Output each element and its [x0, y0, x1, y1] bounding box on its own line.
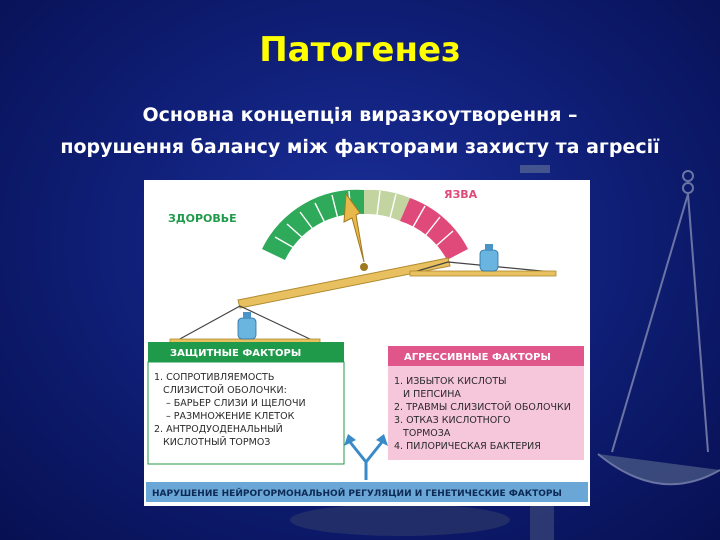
aggressive-line: 1. ИЗБЫТОК КИСЛОТЫ — [394, 376, 507, 387]
aggressive-factors-box: АГРЕССИВНЫЕ ФАКТОРЫ 1. ИЗБЫТОК КИСЛОТЫ И… — [388, 346, 584, 460]
slide-subtitle-line1: Основна концепція виразкоутворення – — [142, 104, 578, 126]
left-pan — [169, 305, 321, 345]
protective-line: – РАЗМНОЖЕНИЕ КЛЕТОК — [166, 411, 295, 422]
right-pan — [409, 244, 557, 277]
protective-factors-box: ЗАЩИТНЫЕ ФАКТОРЫ 1. СОПРОТИВЛЯЕМОСТЬ СЛИ… — [147, 342, 345, 465]
aggressive-header: АГРЕССИВНЫЕ ФАКТОРЫ — [404, 352, 551, 363]
aggressive-line: ТОРМОЗА — [394, 428, 451, 439]
protective-line: 2. АНТРОДУОДЕНАЛЬНЫЙ — [154, 423, 283, 435]
bottom-bar-text: НАРУШЕНИЕ НЕЙРОГОРМОНАЛЬНОЙ РЕГУЛЯЦИИ И … — [152, 487, 562, 499]
protective-line: – БАРЬЕР СЛИЗИ И ЩЕЛОЧИ — [166, 398, 306, 409]
aggressive-line: И ПЕПСИНА — [394, 389, 461, 400]
aggressive-line: 4. ПИЛОРИЧЕСКАЯ БАКТЕРИЯ — [394, 441, 541, 452]
slide-title: Патогенез — [259, 30, 461, 70]
gauge-right-label: ЯЗВА — [444, 188, 478, 201]
protective-line: СЛИЗИСТОЙ ОБОЛОЧКИ: — [154, 384, 287, 396]
protective-line: КИСЛОТНЫЙ ТОРМОЗ — [154, 436, 270, 448]
slide-subtitle-line2: порушення балансу між факторами захисту … — [60, 136, 660, 158]
aggressive-line: 2. ТРАВМЫ СЛИЗИСТОЙ ОБОЛОЧКИ — [394, 401, 571, 413]
gauge-left-label: ЗДОРОВЬЕ — [168, 212, 237, 225]
protective-header: ЗАЩИТНЫЕ ФАКТОРЫ — [170, 348, 301, 359]
gauge-needle — [343, 192, 365, 263]
gauge-arc — [262, 189, 468, 260]
aggressive-line: 3. ОТКАЗ КИСЛОТНОГО — [394, 415, 511, 426]
protective-line: 1. СОПРОТИВЛЯЕМОСТЬ — [154, 372, 274, 383]
bottom-bar — [146, 482, 588, 502]
y-arrow-icon — [348, 441, 384, 480]
balance-beam — [237, 257, 451, 309]
